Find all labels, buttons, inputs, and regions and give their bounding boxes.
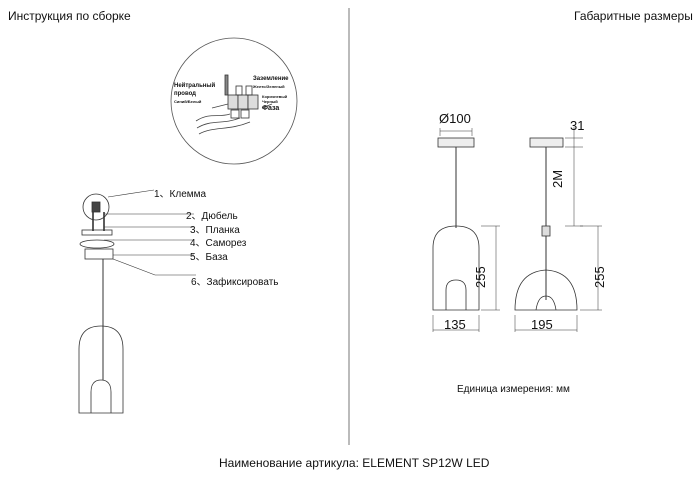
- part-label-5: 5、База: [190, 252, 228, 263]
- wires: [195, 103, 273, 135]
- phase-label: Фаза: [262, 105, 280, 112]
- part-label-4: 4、Саморез: [190, 238, 247, 249]
- dim-height-front: 255: [473, 266, 488, 288]
- part-label-3: 3、Планка: [190, 225, 240, 236]
- dim-width-front: 135: [444, 317, 466, 332]
- neutral-label-1: Нейтральный: [174, 83, 216, 89]
- dim-cable-length: 2M: [550, 169, 565, 188]
- side-view: [439, 127, 602, 332]
- dim-canopy-height: 31: [570, 118, 585, 133]
- phase-colors-2: Черный: [262, 99, 278, 104]
- assembly-drawing: [78, 193, 124, 414]
- assembly-title: Инструкция по сборке: [8, 9, 131, 23]
- part-label-2: 2、Дюбель: [186, 211, 238, 222]
- dim-height-side: 255: [592, 266, 607, 288]
- phase-colors-1: Коричневый: [262, 94, 288, 99]
- neutral-label-2: провод: [174, 91, 196, 97]
- dimensions-title: Габаритные размеры: [574, 9, 693, 23]
- part-label-1: 1、Клемма: [154, 189, 207, 200]
- terminal-block-icon: [224, 74, 259, 119]
- leader-lines: [104, 189, 196, 276]
- article-name: Наименование артикула: ELEMENT SP12W LED: [219, 456, 490, 470]
- ground-label: Заземление: [253, 76, 289, 82]
- units-note: Единица измерения: мм: [457, 384, 570, 395]
- neutral-colors: Синий/Белый: [174, 99, 202, 104]
- wiring-detail: [170, 37, 298, 165]
- part-label-6: 6、Зафиксировать: [191, 277, 279, 288]
- dim-canopy-diameter: Ø100: [439, 111, 471, 126]
- ground-colors: Желто/Зеленый: [253, 84, 285, 89]
- front-view: [432, 137, 500, 332]
- dim-width-side: 195: [531, 317, 553, 332]
